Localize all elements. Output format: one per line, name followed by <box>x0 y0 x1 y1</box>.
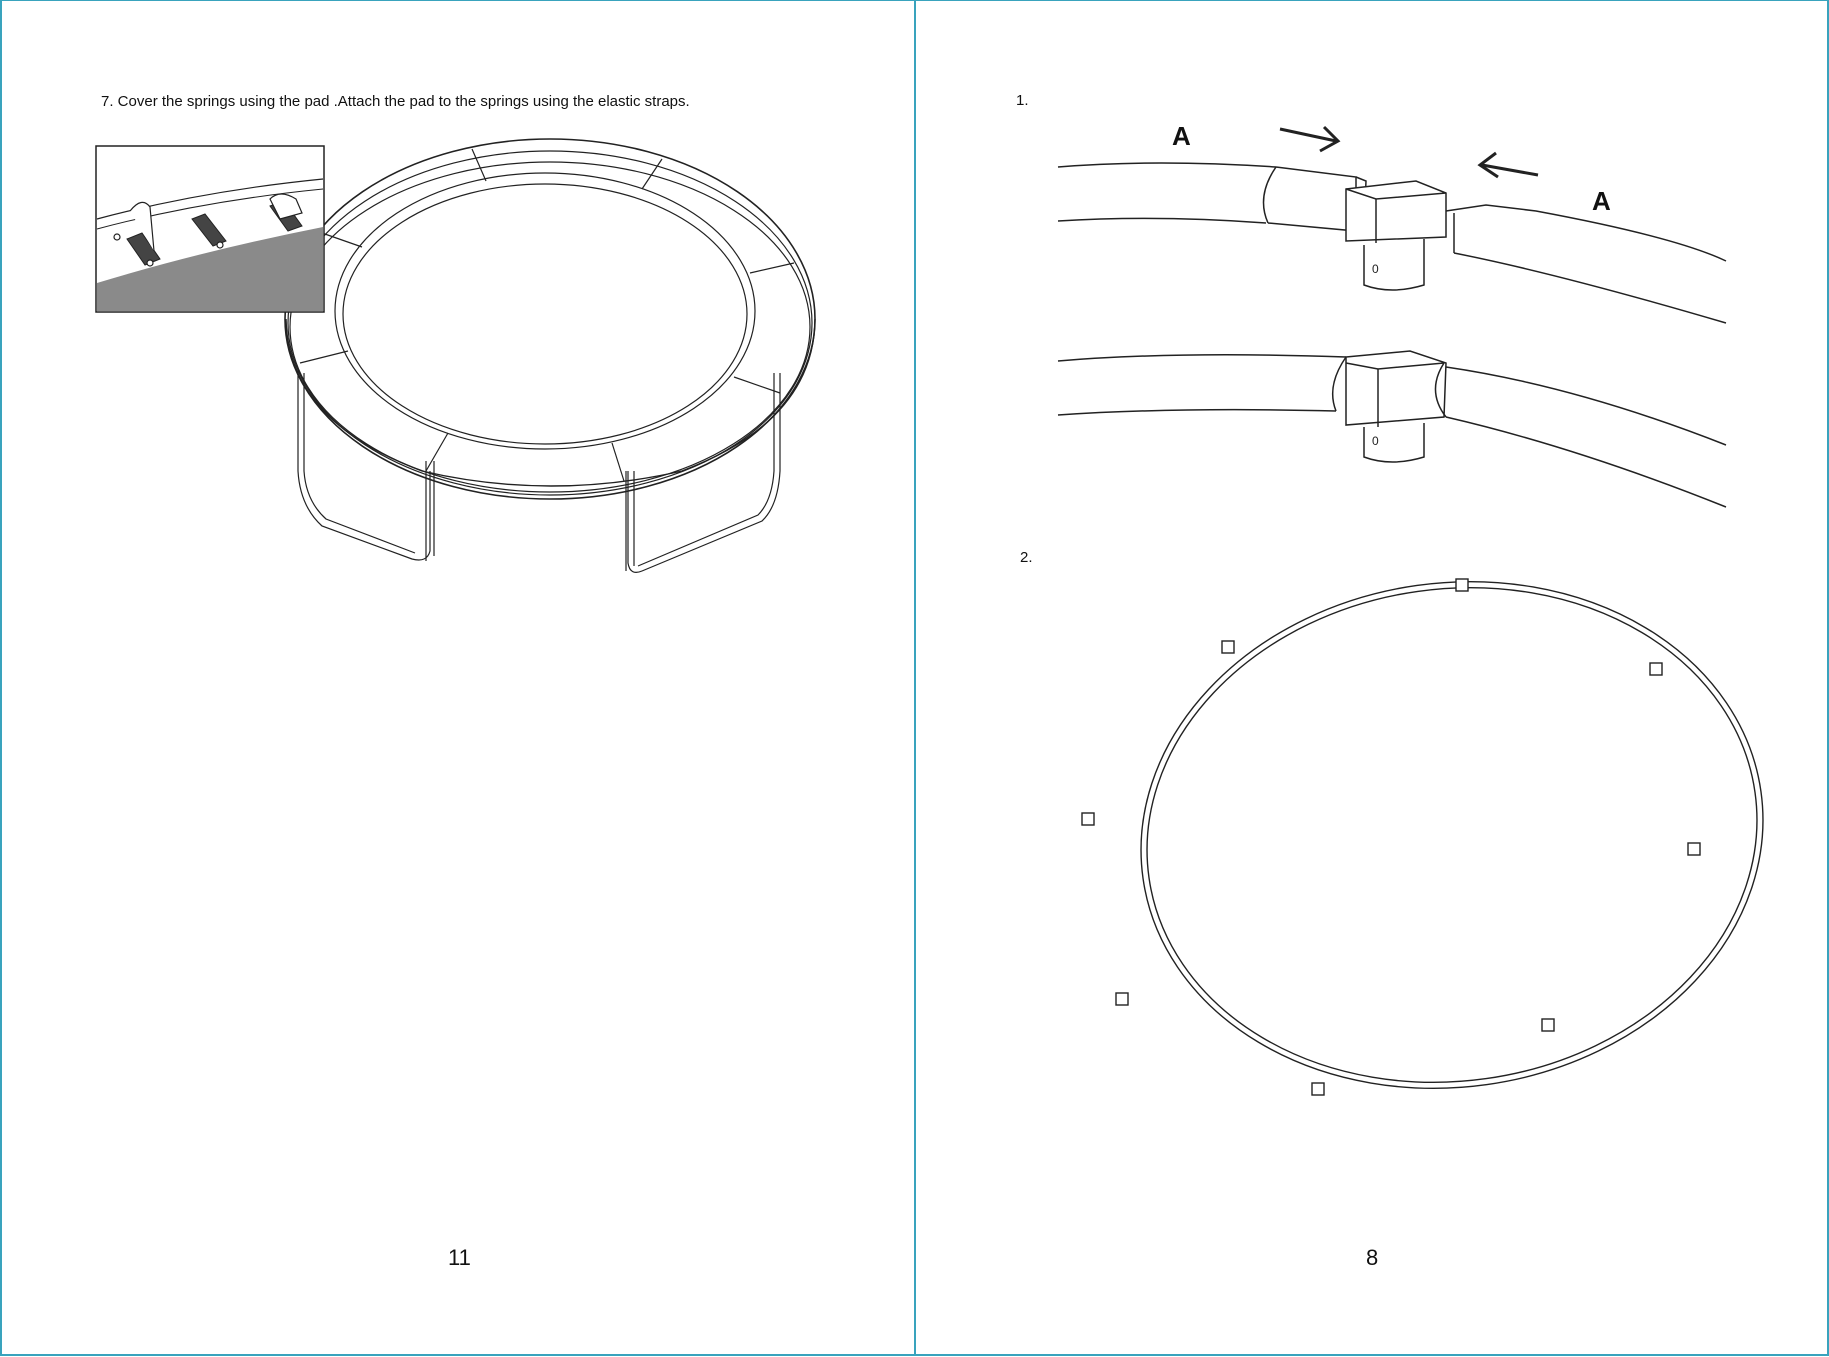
right-page: 1. 2. A A 0 <box>914 0 1829 1356</box>
page-number: 11 <box>448 1245 471 1271</box>
inset-detail <box>96 146 324 312</box>
left-page: 7. Cover the springs using the pad .Atta… <box>0 0 914 1356</box>
trampoline-pad-illustration <box>2 1 916 1357</box>
page-number: 8 <box>1366 1245 1378 1271</box>
frame-ring-illustration <box>916 1 1829 1357</box>
